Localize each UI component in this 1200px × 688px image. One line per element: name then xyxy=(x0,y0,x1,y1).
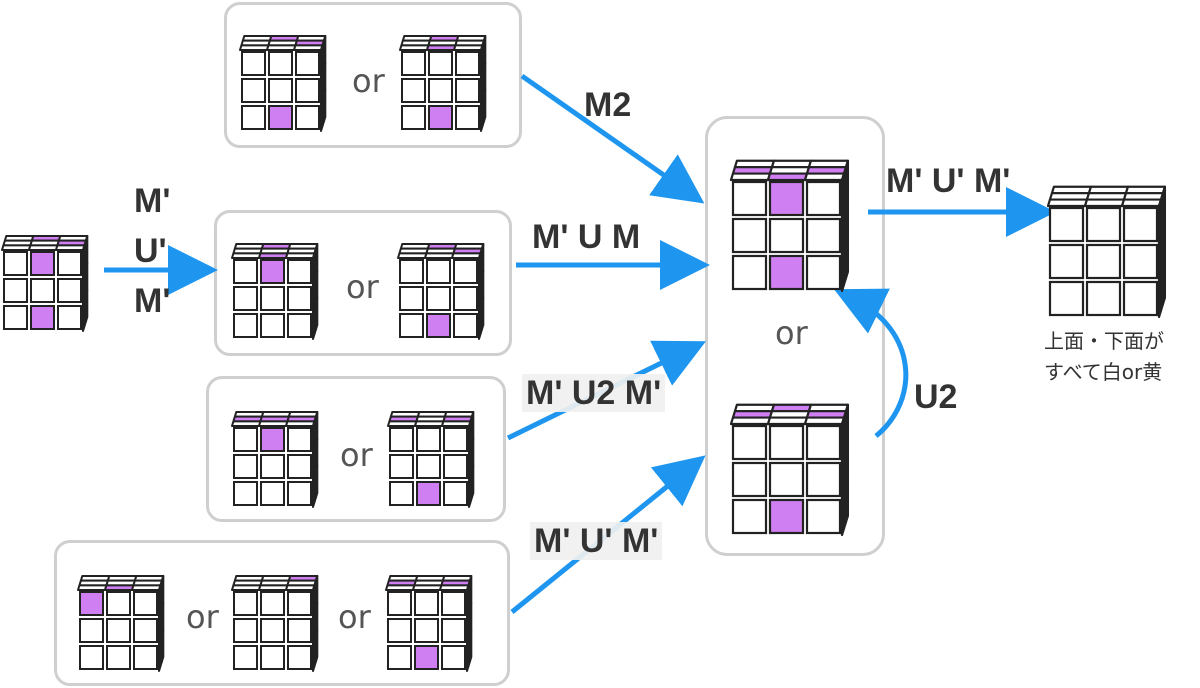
result-note: 上面・下面が すべて白or黄 xyxy=(1044,326,1164,388)
or-label: or xyxy=(340,436,373,474)
cube-icon xyxy=(77,574,165,672)
cube-icon xyxy=(397,242,485,340)
or-label: or xyxy=(352,62,385,100)
or-label: or xyxy=(338,598,371,636)
cube-icon xyxy=(387,410,475,508)
cube-icon xyxy=(1046,185,1167,319)
cube-icon xyxy=(399,34,487,132)
move-label-u2: U2 xyxy=(914,378,958,416)
move-label-mupm: M' U' M' xyxy=(530,522,663,560)
or-label: or xyxy=(186,598,219,636)
move-label-m2: M2 xyxy=(584,86,632,124)
cube-icon xyxy=(385,574,473,672)
move-label-mum: M' U M xyxy=(532,218,641,256)
arrow-icon xyxy=(520,73,705,204)
move-label-m: M' xyxy=(134,182,171,220)
cube-icon xyxy=(231,242,319,340)
move-label-mupm-final: M' U' M' xyxy=(886,162,1011,200)
or-label: or xyxy=(775,314,808,352)
or-label: or xyxy=(346,268,379,306)
move-label-mu2m: M' U2 M' xyxy=(522,374,666,412)
curved-arrow-icon xyxy=(834,288,909,438)
cube-icon xyxy=(729,403,850,537)
cube-icon xyxy=(239,34,327,132)
cube-icon xyxy=(231,410,319,508)
cube-icon xyxy=(1,234,89,332)
cube-icon xyxy=(729,159,850,293)
move-label-m: M' xyxy=(134,282,171,320)
note-line: すべて白or黄 xyxy=(1044,360,1163,384)
cube-icon xyxy=(231,574,319,672)
move-label-u: U' xyxy=(134,232,167,270)
note-line: 上面・下面が xyxy=(1044,329,1164,353)
